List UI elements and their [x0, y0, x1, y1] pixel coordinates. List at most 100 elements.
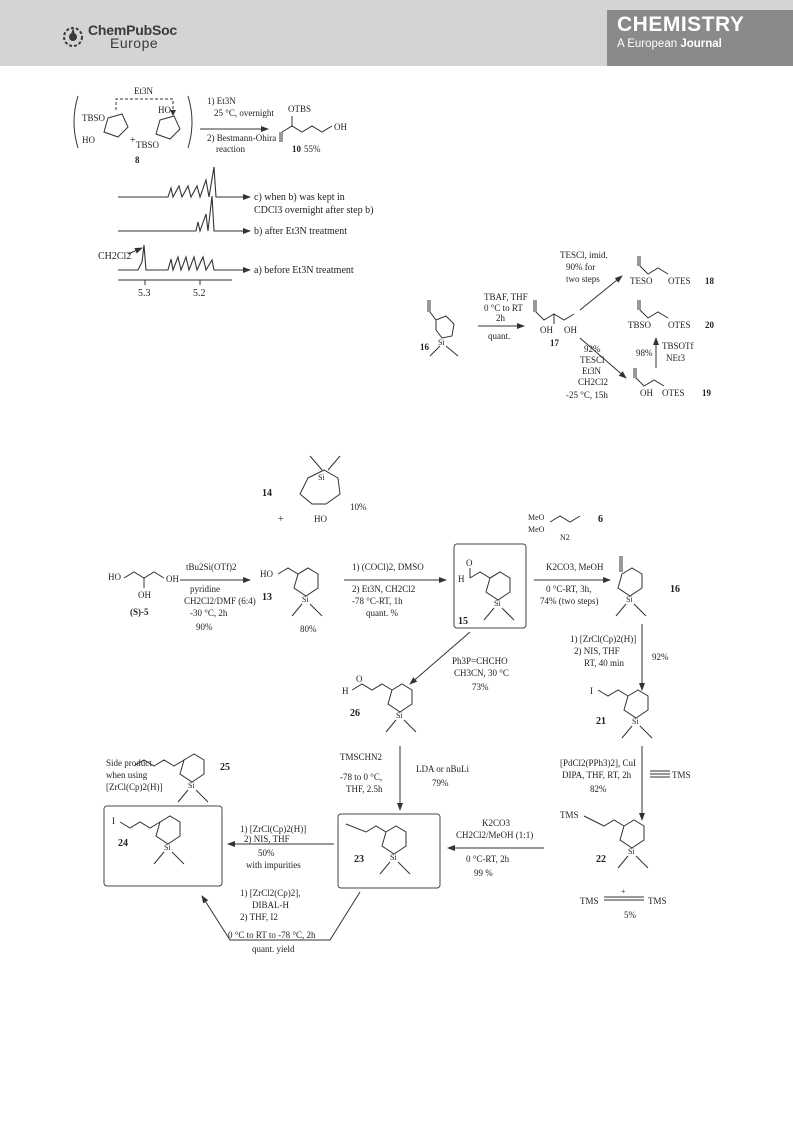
svg-text:OTES: OTES — [668, 276, 691, 286]
svg-text:OTES: OTES — [668, 320, 691, 330]
compound-25: 25 — [220, 762, 230, 773]
svg-text:with impurities: with impurities — [246, 860, 301, 870]
svg-text:tBu2Si(OTf)2: tBu2Si(OTf)2 — [186, 562, 237, 572]
svg-text:quant. yield: quant. yield — [252, 944, 295, 954]
compound-19: 19 — [702, 388, 712, 398]
journal-logo: CHEMISTRY A European Journal — [607, 10, 793, 66]
chempubsoc-logo: ChemPubSoc Europe — [62, 22, 178, 51]
svg-text:Si: Si — [628, 847, 635, 856]
svg-text:2) THF, I2: 2) THF, I2 — [240, 912, 278, 922]
svg-text:O: O — [356, 674, 363, 684]
svg-text:HO: HO — [108, 572, 121, 582]
svg-text:-78 to 0 °C,: -78 to 0 °C, — [340, 772, 382, 782]
svg-text:DIPA, THF, RT, 2h: DIPA, THF, RT, 2h — [562, 770, 632, 780]
svg-text:73%: 73% — [472, 682, 489, 692]
svg-text:HO: HO — [260, 569, 273, 579]
svg-text:5.2: 5.2 — [193, 288, 206, 299]
svg-text:TESO: TESO — [630, 276, 653, 286]
svg-text:1) Et3N: 1) Et3N — [207, 96, 236, 106]
svg-text:NEt3: NEt3 — [666, 353, 685, 363]
svg-text:79%: 79% — [432, 778, 449, 788]
svg-text:0 °C to RT to -78 °C, 2h: 0 °C to RT to -78 °C, 2h — [228, 930, 316, 940]
svg-text:CH3CN, 30 °C: CH3CN, 30 °C — [454, 668, 509, 678]
svg-text:TBSOTf: TBSOTf — [662, 341, 694, 351]
svg-text:reaction: reaction — [216, 144, 245, 154]
svg-text:+: + — [130, 135, 136, 146]
svg-text:74% (two steps): 74% (two steps) — [540, 596, 599, 606]
svg-text:1) [ZrCl(Cp)2(H)]: 1) [ZrCl(Cp)2(H)] — [570, 634, 636, 644]
svg-text:HO: HO — [82, 135, 95, 145]
svg-text:Si: Si — [396, 711, 403, 720]
svg-text:H: H — [458, 574, 465, 584]
svg-text:MeO: MeO — [528, 525, 545, 534]
compound-20: 20 — [705, 320, 715, 330]
et3n-label: Et3N — [134, 86, 153, 96]
svg-text:two steps: two steps — [566, 274, 600, 284]
svg-text:Si: Si — [164, 843, 171, 852]
svg-text:OH: OH — [334, 122, 347, 132]
svg-text:[ZrCl(Cp)2(H)]: [ZrCl(Cp)2(H)] — [106, 782, 162, 792]
scheme-c: HO OH OH (S)-5 tBu2Si(OTf)2 pyridine CH2… — [103, 455, 691, 954]
svg-text:Si: Si — [188, 781, 195, 790]
svg-text:OH: OH — [564, 325, 577, 335]
chempubsoc-star-icon — [63, 27, 83, 47]
compound-16-b: 16 — [420, 342, 430, 352]
svg-text:0 °C to RT: 0 °C to RT — [484, 303, 523, 313]
svg-text:N2: N2 — [560, 533, 570, 542]
compound-6: 6 — [598, 514, 603, 525]
compound-13: 13 — [262, 592, 272, 603]
compound-23: 23 — [354, 854, 364, 865]
svg-text:MeO: MeO — [528, 513, 545, 522]
compound-26: 26 — [350, 708, 360, 719]
svg-text:2) Bestmann-Ohira: 2) Bestmann-Ohira — [207, 133, 276, 143]
svg-text:LDA or nBuLi: LDA or nBuLi — [416, 764, 469, 774]
svg-text:25 °C, overnight: 25 °C, overnight — [214, 108, 274, 118]
svg-text:O: O — [466, 558, 473, 568]
svg-text:99 %: 99 % — [474, 868, 493, 878]
svg-text:92%: 92% — [584, 344, 601, 354]
logo-line1: ChemPubSoc — [88, 22, 178, 38]
svg-text:THF, 2.5h: THF, 2.5h — [346, 784, 383, 794]
svg-text:TESCl, imid.: TESCl, imid. — [560, 250, 608, 260]
svg-text:OH: OH — [640, 388, 653, 398]
scheme-b: Si 16 TBAF, THF 0 °C to RT 2h quant. OH … — [420, 250, 715, 400]
compound-14: 14 — [262, 488, 272, 499]
svg-text:a) before Et3N treatment: a) before Et3N treatment — [254, 265, 354, 276]
svg-text:HO: HO — [158, 105, 171, 115]
svg-text:OH: OH — [138, 590, 151, 600]
svg-text:1) (COCl)2, DMSO: 1) (COCl)2, DMSO — [352, 562, 424, 572]
svg-text:90%: 90% — [196, 622, 213, 632]
compound-s5: (S)-5 — [130, 607, 149, 617]
compound-24: 24 — [118, 838, 128, 849]
svg-text:CH2Cl2/MeOH (1:1): CH2Cl2/MeOH (1:1) — [456, 830, 533, 840]
page-header: ChemPubSoc Europe CHEMISTRY A European J… — [0, 0, 793, 66]
nmr-spectra: 5.3 5.2 CH2Cl2 c) when b) was kept in CD… — [98, 166, 373, 299]
svg-text:[PdCl2(PPh3)2], CuI: [PdCl2(PPh3)2], CuI — [560, 758, 636, 768]
svg-text:OH: OH — [166, 574, 179, 584]
svg-text:0 °C-RT, 2h: 0 °C-RT, 2h — [466, 854, 510, 864]
svg-text:2) NIS, THF: 2) NIS, THF — [244, 834, 290, 844]
compound-21: 21 — [596, 716, 606, 727]
svg-text:5.3: 5.3 — [138, 288, 151, 299]
svg-text:2) NIS, THF: 2) NIS, THF — [574, 646, 620, 656]
svg-text:80%: 80% — [300, 624, 317, 634]
svg-text:2h: 2h — [496, 313, 506, 323]
svg-text:CDCl3 overnight after step b): CDCl3 overnight after step b) — [254, 205, 373, 216]
svg-text:+: + — [621, 887, 626, 896]
svg-text:TBSO: TBSO — [82, 113, 106, 123]
svg-text:TMS: TMS — [648, 896, 667, 906]
svg-text:OTBS: OTBS — [288, 104, 311, 114]
svg-text:pyridine: pyridine — [190, 584, 220, 594]
logo-line2: Europe — [110, 35, 159, 51]
svg-text:TBSO: TBSO — [136, 140, 160, 150]
svg-text:K2CO3, MeOH: K2CO3, MeOH — [546, 562, 604, 572]
svg-text:Si: Si — [318, 473, 325, 482]
compound-15: 15 — [458, 616, 468, 627]
svg-text:I: I — [590, 686, 593, 696]
svg-text:HO: HO — [314, 514, 327, 524]
journal-subtitle: A European Journal — [617, 38, 722, 50]
svg-text:Si: Si — [438, 338, 445, 347]
svg-text:OTES: OTES — [662, 388, 685, 398]
svg-text:5%: 5% — [624, 910, 637, 920]
